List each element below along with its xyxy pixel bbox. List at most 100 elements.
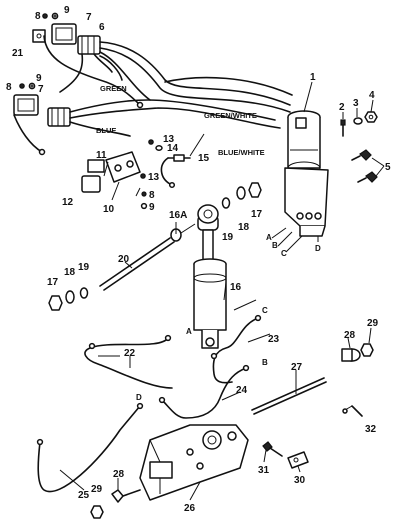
line-letter-d-line: D: [136, 393, 142, 402]
callout-leaders: [59, 81, 385, 501]
callout-6: 6: [99, 22, 105, 33]
tie-rod-27: [251, 377, 327, 415]
clamp-30: [287, 451, 309, 469]
line-letter-a-pump: A: [266, 233, 272, 242]
callout-17-left: 17: [47, 277, 59, 288]
pin-32: [342, 405, 363, 417]
callout-28-lower: 28: [113, 469, 125, 480]
callout-9-mid: 9: [149, 202, 155, 213]
relay-lower: [13, 94, 39, 116]
callout-13-upper: 13: [163, 134, 175, 145]
callout-2: 2: [339, 102, 345, 113]
connector-plug-upper: [77, 35, 101, 55]
callout-15: 15: [198, 153, 210, 164]
callout-19-left: 19: [78, 262, 90, 273]
callout-16a: 16A: [169, 210, 187, 221]
callout-10: 10: [103, 204, 115, 215]
screw-8-mid: [141, 191, 147, 197]
callout-4: 4: [369, 90, 375, 101]
callout-22: 22: [124, 348, 136, 359]
callout-18-left: 18: [64, 267, 76, 278]
washer-18-left: [65, 290, 75, 304]
washer-19-right: [221, 197, 231, 209]
callout-30: 30: [294, 475, 306, 486]
line-letter-a-line: A: [186, 327, 192, 336]
callout-11: 11: [96, 150, 107, 161]
wire-label-green-white: GREEN/WHITE: [204, 111, 257, 120]
callout-8-lower: 8: [6, 82, 12, 93]
callout-25: 25: [78, 490, 90, 501]
callout-7-lower: 7: [38, 84, 44, 95]
screw-2: [340, 119, 346, 137]
screw-28-lower: [111, 489, 141, 503]
bolt-5-upper: [351, 149, 372, 161]
callout-17-right: 17: [251, 209, 263, 220]
callout-14: 14: [167, 143, 179, 154]
nut-4: [364, 111, 378, 123]
pin-16a: [170, 223, 196, 242]
nut-17-left: [48, 295, 63, 311]
pivot-rod-20: [99, 237, 175, 291]
wire-harness: [13, 35, 293, 156]
line-letter-b-pump: B: [272, 241, 278, 250]
callout-8-upper: 8: [35, 11, 41, 22]
callout-3: 3: [353, 98, 359, 109]
callout-26: 26: [184, 503, 196, 514]
solenoid-bracket: [103, 151, 141, 183]
callout-5: 5: [385, 162, 391, 173]
screw-31: [262, 441, 283, 457]
callout-29-lower: 29: [91, 484, 103, 495]
wire-label-blue: BLUE: [96, 126, 116, 135]
callout-18-right: 18: [238, 222, 250, 233]
hydraulic-line-23: [210, 314, 262, 384]
screw-8-lower: [19, 83, 25, 89]
callout-7-upper: 7: [86, 12, 92, 23]
solenoid-11: [87, 159, 105, 173]
bushing-28-upper: [341, 348, 361, 362]
fuse-lead-15: [160, 154, 191, 189]
pump-motor-assembly: [284, 110, 329, 237]
callout-28-upper: 28: [344, 330, 356, 341]
line-letter-b-line: B: [262, 358, 268, 367]
washer-3: [353, 117, 363, 125]
leader-lines-bracket: [111, 181, 141, 201]
callout-9-upper: 9: [64, 5, 70, 16]
relay-upper: [32, 23, 77, 45]
callout-1: 1: [310, 72, 316, 83]
nut-9-lower: [28, 82, 36, 90]
valve-body-26: [139, 424, 249, 501]
nut-9-mid: [140, 202, 148, 210]
connector-plug-lower: [47, 107, 71, 127]
line-letter-c-pump: C: [281, 249, 287, 258]
nut-9-upper: [51, 12, 59, 20]
callout-31: 31: [258, 465, 270, 476]
hydraulic-line-24: [158, 364, 250, 419]
line-letter-d-pump: D: [315, 244, 321, 253]
callout-19-right: 19: [222, 232, 234, 243]
relay-12: [81, 175, 101, 193]
callout-29-upper: 29: [367, 318, 379, 329]
screw-13-lower: [140, 173, 146, 179]
washer-14: [155, 145, 163, 151]
callout-8-mid: 8: [149, 190, 155, 201]
callout-32: 32: [365, 424, 377, 435]
washer-19-left: [79, 287, 89, 299]
callout-16: 16: [230, 282, 242, 293]
callout-21: 21: [12, 48, 24, 59]
screw-13-upper: [148, 139, 154, 145]
line-letter-c-line: C: [262, 306, 268, 315]
callout-20: 20: [118, 254, 130, 265]
nut-29-upper: [360, 343, 374, 357]
screw-8-upper: [42, 13, 48, 19]
hydraulic-line-22: [84, 334, 173, 389]
bolt-5-lower: [357, 171, 378, 183]
wire-label-green: GREEN: [100, 84, 127, 93]
nut-17-right: [248, 182, 262, 198]
callout-24: 24: [236, 385, 248, 396]
wire-label-blue-white: BLUE/WHITE: [218, 148, 265, 157]
hydraulic-line-25: [36, 402, 144, 493]
callout-9-lower: 9: [36, 73, 42, 84]
callout-12: 12: [62, 197, 74, 208]
callout-27: 27: [291, 362, 303, 373]
